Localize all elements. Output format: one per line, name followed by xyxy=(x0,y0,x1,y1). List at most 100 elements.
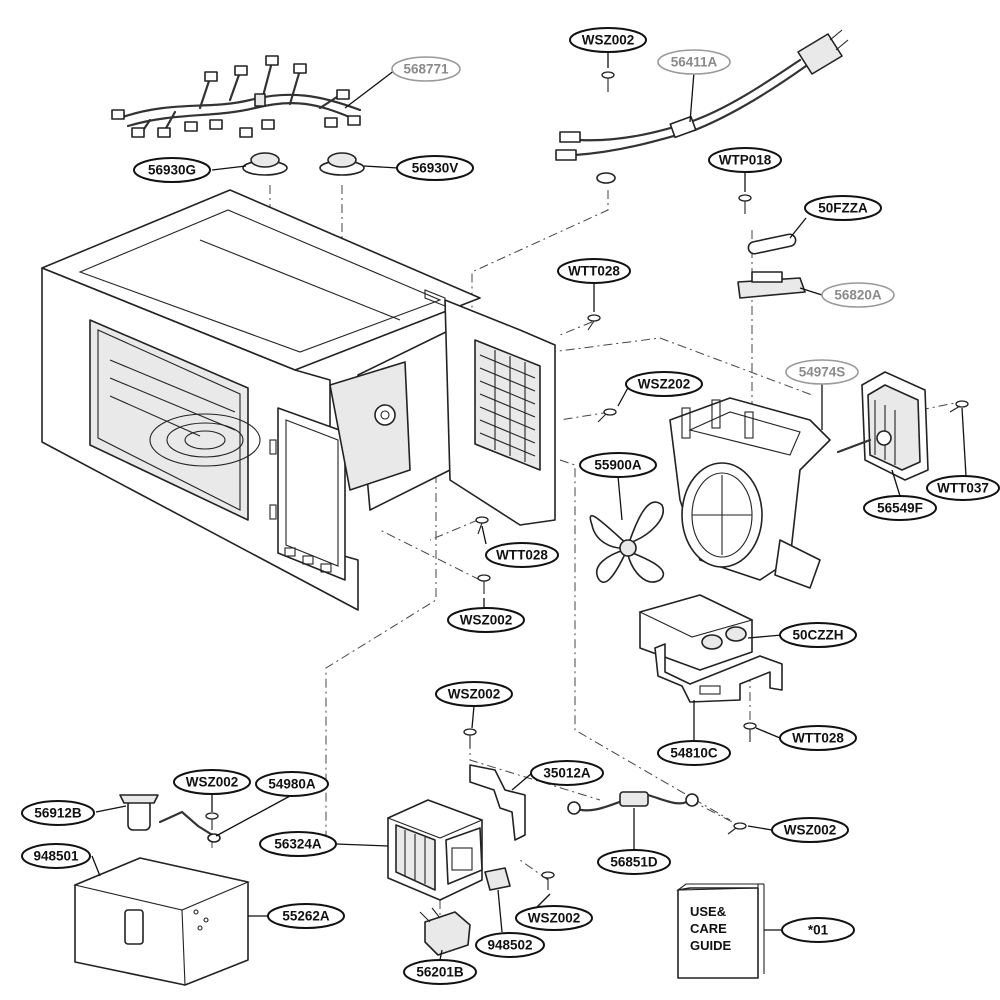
screw-wtt028-bracket xyxy=(743,722,757,742)
tag-56201b: 56201B xyxy=(403,959,477,985)
wire-harness xyxy=(111,55,362,138)
svg-text:55262A: 55262A xyxy=(282,909,330,924)
tag-wsz002-mid: WSZ002 xyxy=(447,607,525,633)
fan-motor xyxy=(836,371,929,481)
tag-wsz002-top: WSZ002 xyxy=(569,27,647,53)
tag-wsz202: WSZ202 xyxy=(625,371,703,397)
base-plate xyxy=(73,857,250,986)
tag-wtt037: WTT037 xyxy=(926,475,1000,501)
svg-text:WTT028: WTT028 xyxy=(568,264,620,279)
screw-wtt028-mid xyxy=(475,516,489,535)
leader-lines xyxy=(91,50,967,961)
tag-56411a: 56411A xyxy=(657,49,731,75)
svg-text:54980A: 54980A xyxy=(268,777,316,792)
oven-cavity-assembly xyxy=(41,189,556,611)
svg-text:*01: *01 xyxy=(808,923,829,938)
thermostat-56930v xyxy=(319,152,365,176)
tag-wtt028-top: WTT028 xyxy=(557,258,631,284)
screw-wsz002-top xyxy=(601,71,615,92)
svg-text:56930G: 56930G xyxy=(148,163,196,178)
capacitor-bracket xyxy=(654,643,783,703)
tag-50fzza: 50FZZA xyxy=(804,195,882,221)
screw-wsz002-mid xyxy=(477,574,491,594)
tag-56930g: 56930G xyxy=(133,157,211,183)
tag-54810c: 54810C xyxy=(657,740,731,766)
svg-text:WSZ002: WSZ002 xyxy=(448,687,501,702)
tag-56851d: 56851D xyxy=(597,849,671,875)
tag-50czzh: 50CZZH xyxy=(779,622,857,648)
tag-56930v: 56930V xyxy=(396,155,474,181)
tag-568771: 568771 xyxy=(391,56,461,82)
tag-56820a: 56820A xyxy=(821,282,895,308)
svg-text:56201B: 56201B xyxy=(416,965,464,980)
tag-wtp018: WTP018 xyxy=(708,147,782,173)
diode xyxy=(484,867,511,891)
part-tags: WSZ002 56411A 568771 56930G 56930V WTP01… xyxy=(21,27,1000,985)
svg-text:56549F: 56549F xyxy=(877,501,923,516)
tag-wsz002-lamp: WSZ002 xyxy=(173,769,251,795)
thermal-cutoff-wire xyxy=(567,791,699,815)
svg-text:56912B: 56912B xyxy=(34,806,82,821)
svg-text:50CZZH: 50CZZH xyxy=(792,628,843,643)
svg-text:WTP018: WTP018 xyxy=(719,153,772,168)
svg-text:50FZZA: 50FZZA xyxy=(818,201,868,216)
tag-wsz002-transformer: WSZ002 xyxy=(435,681,513,707)
svg-text:948502: 948502 xyxy=(487,938,532,953)
guide-line-1: USE& xyxy=(690,904,726,919)
lamp-socket xyxy=(119,794,159,831)
screw-wsz202 xyxy=(597,408,617,423)
svg-text:WSZ002: WSZ002 xyxy=(784,823,837,838)
thermostat-56930g xyxy=(242,152,288,176)
fan-blade xyxy=(589,501,664,583)
svg-text:54974S: 54974S xyxy=(799,365,846,380)
guide-line-3: GUIDE xyxy=(690,938,732,953)
svg-text:56930V: 56930V xyxy=(412,161,459,176)
tag-54974s: 54974S xyxy=(785,359,859,385)
svg-text:WTT028: WTT028 xyxy=(792,731,844,746)
svg-text:WTT037: WTT037 xyxy=(937,481,989,496)
vent-grille xyxy=(479,350,536,462)
tag-948501: 948501 xyxy=(21,843,91,869)
screws xyxy=(205,71,969,890)
tag-wsz002-cutoff: WSZ002 xyxy=(771,817,849,843)
svg-text:55900A: 55900A xyxy=(594,458,642,473)
screw-wtp018 xyxy=(738,194,752,214)
screw-wsz002-lamp xyxy=(205,812,219,830)
screw-wsz002-transformer xyxy=(463,728,477,748)
svg-text:56820A: 56820A xyxy=(834,288,882,303)
screw-wtt037 xyxy=(949,400,969,413)
svg-text:WSZ002: WSZ002 xyxy=(582,33,635,48)
svg-text:WSZ202: WSZ202 xyxy=(638,377,691,392)
svg-text:56851D: 56851D xyxy=(610,855,658,870)
svg-text:568771: 568771 xyxy=(403,62,449,77)
tag-35012a: 35012A xyxy=(530,760,604,786)
capacitor xyxy=(638,594,754,671)
tag-55900a: 55900A xyxy=(579,452,657,478)
tag-948502: 948502 xyxy=(475,932,545,958)
fuse-holder xyxy=(737,271,806,299)
fuse xyxy=(747,233,797,255)
tag-wtt028-bracket: WTT028 xyxy=(779,725,857,751)
tag-56912b: 56912B xyxy=(21,800,95,826)
tag-star-01: *01 xyxy=(781,917,855,943)
svg-text:WTT028: WTT028 xyxy=(496,548,548,563)
tag-54980a: 54980A xyxy=(255,771,329,797)
screw-wtt028-top xyxy=(587,314,601,331)
tag-56549f: 56549F xyxy=(863,495,937,521)
svg-text:56411A: 56411A xyxy=(671,55,718,70)
transformer-bracket xyxy=(469,764,526,841)
svg-text:WSZ002: WSZ002 xyxy=(186,775,239,790)
hv-transformer xyxy=(386,799,484,901)
guide-line-2: CARE xyxy=(690,921,727,936)
tag-wtt028-mid: WTT028 xyxy=(485,542,559,568)
tag-56324a: 56324A xyxy=(259,831,337,857)
svg-text:WSZ002: WSZ002 xyxy=(528,911,581,926)
use-and-care-guide: USE& CARE GUIDE xyxy=(676,883,765,979)
assembly-guide-lines xyxy=(211,185,961,915)
svg-text:948501: 948501 xyxy=(33,849,79,864)
screw-wsz002-bottom xyxy=(541,871,555,890)
svg-text:WSZ002: WSZ002 xyxy=(460,613,513,628)
tag-wsz002-bottom: WSZ002 xyxy=(515,905,593,931)
screw-wsz002-cutoff xyxy=(727,822,747,835)
